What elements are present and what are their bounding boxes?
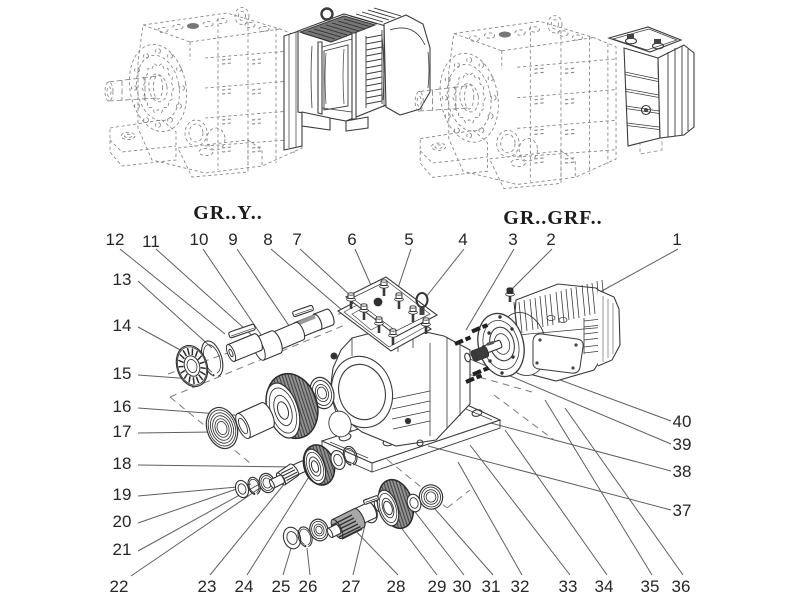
svg-text:25: 25 [272,577,291,596]
svg-text:22: 22 [110,577,129,596]
svg-text:36: 36 [672,577,691,596]
svg-text:10: 10 [190,230,209,249]
svg-text:21: 21 [113,540,132,559]
svg-text:27: 27 [342,577,361,596]
svg-text:38: 38 [673,462,692,481]
svg-text:17: 17 [113,422,132,441]
svg-text:1: 1 [672,230,681,249]
svg-text:29: 29 [428,577,447,596]
svg-text:34: 34 [595,577,614,596]
svg-text:7: 7 [292,230,301,249]
svg-text:5: 5 [404,230,413,249]
svg-text:26: 26 [299,577,318,596]
svg-text:12: 12 [106,230,125,249]
svg-text:14: 14 [113,316,132,335]
svg-text:40: 40 [673,412,692,431]
svg-text:GR..Y..: GR..Y.. [193,202,263,224]
svg-text:24: 24 [235,577,254,596]
svg-text:8: 8 [263,230,272,249]
svg-text:39: 39 [673,435,692,454]
svg-text:18: 18 [113,454,132,473]
svg-text:37: 37 [673,501,692,520]
svg-text:32: 32 [511,577,530,596]
svg-text:9: 9 [228,230,237,249]
svg-text:31: 31 [482,577,501,596]
svg-text:28: 28 [387,577,406,596]
svg-text:16: 16 [113,397,132,416]
svg-text:11: 11 [142,232,160,251]
svg-text:13: 13 [113,270,132,289]
svg-text:23: 23 [198,577,217,596]
svg-text:15: 15 [113,364,132,383]
svg-text:4: 4 [458,230,467,249]
svg-text:3: 3 [508,230,517,249]
svg-text:2: 2 [546,230,555,249]
svg-text:GR..GRF..: GR..GRF.. [503,207,602,229]
svg-text:35: 35 [641,577,660,596]
svg-text:33: 33 [559,577,578,596]
svg-text:20: 20 [113,512,132,531]
svg-text:30: 30 [453,577,472,596]
svg-text:19: 19 [113,485,132,504]
svg-text:6: 6 [347,230,356,249]
